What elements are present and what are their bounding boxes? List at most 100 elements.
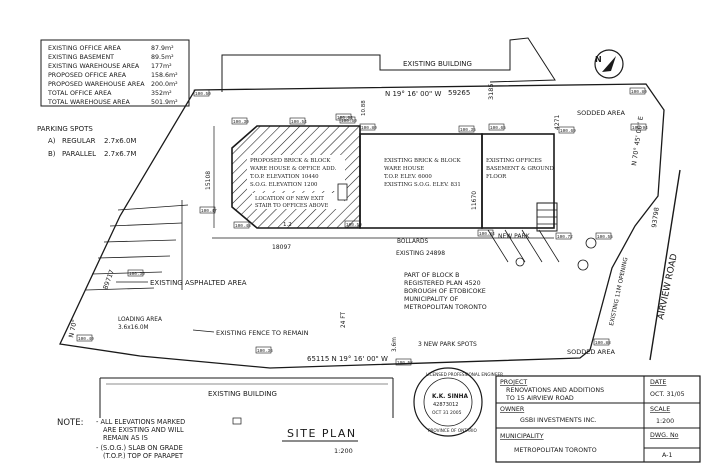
new-park-label: NEW PARK — [498, 233, 531, 240]
municipality-label: MUNICIPALITY — [500, 433, 544, 440]
spot-elevation: 100.54 — [291, 120, 307, 125]
offices-line: FLOOR — [486, 174, 507, 180]
municipality-name: METROPOLITAN TORONTO — [514, 447, 597, 454]
note-line: REMAIN AS IS — [103, 434, 148, 442]
north-arrow-head — [602, 56, 616, 72]
spot-elevation: 100.72 — [557, 235, 573, 240]
proposed-line: WARE HOUSE & OFFICE ADD. — [250, 166, 337, 172]
area-row-label: PROPOSED OFFICE AREA — [48, 72, 127, 79]
exit-stair — [337, 183, 348, 201]
parking-key: B) — [48, 150, 56, 158]
loading-label: LOADING AREA — [118, 317, 162, 323]
area-row-value: 87.9m² — [151, 45, 174, 52]
loading-label: 3.6x16.0M — [118, 325, 149, 331]
parking-key: A) — [48, 137, 56, 145]
bearing-bottom: 65115 N 19° 16' 00" W — [307, 355, 388, 363]
notes-heading: NOTE: — [57, 418, 83, 428]
scale-value: 1:200 — [656, 418, 674, 425]
dim-right: 93798 — [650, 207, 661, 229]
area-row-label: EXISTING WAREHOUSE AREA — [48, 63, 140, 70]
spot-elevation: 100.47 — [201, 209, 217, 214]
stamp-inner — [423, 377, 473, 427]
tree-icon — [515, 257, 525, 267]
new-park-spots: 3 NEW PARK SPOTS — [418, 341, 477, 348]
spot-elevations: 100.50 100.30 100.50 100.80 100.35 100.6… — [76, 87, 648, 366]
date-value: OCT. 31/05 — [650, 391, 685, 398]
spot-elevation: 100.55 — [597, 235, 613, 240]
exit-line: STAIR TO OFFICES ABOVE — [255, 203, 328, 209]
drawing-title: SITE PLAN 1:200 — [282, 427, 358, 455]
sodded-area-label: SODDED AREA — [577, 109, 626, 117]
dim-11670: 11670 — [471, 191, 478, 210]
bearing-left: N 70° — [67, 319, 79, 339]
dim-4271: 4271 — [554, 115, 561, 130]
existing-warehouse-outline — [359, 133, 483, 229]
note-line: (T.O.P.) TOP OF PARAPET — [103, 452, 184, 460]
dim-24ft: 24 FT — [341, 312, 347, 328]
area-row-label: EXISTING OFFICE AREA — [48, 45, 122, 52]
area-row-value: 501.9m² — [151, 99, 178, 106]
asphalt-annotations: EXISTING ASPHALTED AREA LOADING AREA 3.6… — [116, 100, 477, 352]
warehouse-line: EXISTING BRICK & BLOCK — [384, 158, 462, 164]
area-row-label: PROPOSED WAREHOUSE AREA — [48, 81, 145, 88]
stamp-date: OCT 31 2005 — [432, 410, 462, 416]
existing-offices: EXISTING OFFICES BASEMENT & GROUND FLOOR — [481, 133, 558, 232]
area-row-value: 352m² — [151, 90, 172, 97]
warehouse-line: WARE HOUSE — [384, 166, 424, 172]
warehouse-line: EXISTING S.O.G. ELEV. 831 — [384, 182, 461, 188]
fence-label: EXISTING FENCE TO REMAIN — [216, 329, 309, 337]
sodded-area-label: SODDED AREA — [567, 348, 616, 356]
asphalted-label: EXISTING ASPHALTED AREA — [150, 279, 247, 287]
area-row-value: 89.5m² — [151, 54, 174, 61]
proposed-line: S.O.G. ELEVATION 1200 — [250, 182, 318, 188]
proposed-label-mask — [247, 155, 345, 191]
dim-3185: 3185 — [487, 83, 495, 100]
existing-offices-outline — [481, 133, 555, 229]
legal-description: PART OF BLOCK B REGISTERED PLAN 4520 BOR… — [404, 272, 487, 311]
project-line: RENOVATIONS AND ADDITIONS — [506, 387, 604, 394]
dwg-value: A-1 — [662, 452, 672, 459]
spot-elevation: 100.48 — [235, 224, 251, 229]
parking-label: PARALLEL — [62, 150, 96, 158]
owner-label: OWNER — [500, 406, 525, 413]
bollards-label: BOLLARDS — [397, 239, 428, 245]
warehouse-line: T.O.P. ELEV. 6000 — [384, 174, 432, 180]
stamp-name: K.K. SINHA — [432, 394, 468, 400]
dim-15108: 15108 — [205, 171, 212, 190]
area-row-value: 200.0m² — [151, 81, 178, 88]
dim-24898: EXISTING 24898 — [396, 250, 445, 257]
area-row-value: 158.6m² — [151, 72, 178, 79]
project-label: PROJECT — [500, 379, 527, 386]
legal-line: METROPOLITAN TORONTO — [404, 304, 487, 311]
parking-value: 2.7x6.7M — [104, 150, 136, 158]
road-label: AIRVIEW ROAD — [656, 253, 680, 321]
spot-elevation: 100.30 — [129, 272, 145, 277]
date-label: DATE — [650, 379, 666, 386]
owner-name: GSBI INVESTMENTS INC. — [520, 417, 597, 424]
north-arrow: N — [594, 49, 624, 79]
tree-icon — [585, 237, 597, 249]
legal-line: PART OF BLOCK B — [404, 272, 459, 279]
spot-elevation: 100.30 — [233, 120, 249, 125]
site-plan-title: SITE PLAN — [287, 427, 357, 440]
area-row-value: 177m² — [151, 63, 172, 70]
offices-line: BASEMENT & GROUND — [486, 166, 555, 172]
exit-line: LOCATION OF NEW EXIT — [255, 196, 324, 202]
existing-building-top: EXISTING BUILDING — [221, 37, 556, 92]
existing-building-outline — [221, 37, 556, 92]
parking-legend: PARKING SPOTS A) REGULAR 2.7x6.0M B) PAR… — [37, 125, 136, 158]
spot-elevation: 100.58 — [397, 361, 413, 366]
spot-elevation: 100.88 — [595, 341, 611, 346]
parking-heading: PARKING SPOTS — [37, 125, 93, 133]
offices-line: EXISTING OFFICES — [486, 158, 542, 164]
parking-stalls-right: NEW PARK — [487, 229, 560, 263]
area-row-label: EXISTING BASEMENT — [48, 54, 114, 61]
proposed-line: T.O.P. ELEVATION 10440 — [250, 174, 319, 180]
spot-elevation: 100.50 — [341, 119, 357, 124]
spot-elevation: 100.80 — [631, 90, 647, 95]
dim-left: 89717 — [101, 269, 116, 291]
parking-label: REGULAR — [62, 137, 96, 145]
legal-line: REGISTERED PLAN 4520 — [404, 280, 481, 287]
legal-line: MUNICIPALITY OF — [404, 296, 459, 303]
spot-elevation: 100.35 — [460, 128, 476, 133]
